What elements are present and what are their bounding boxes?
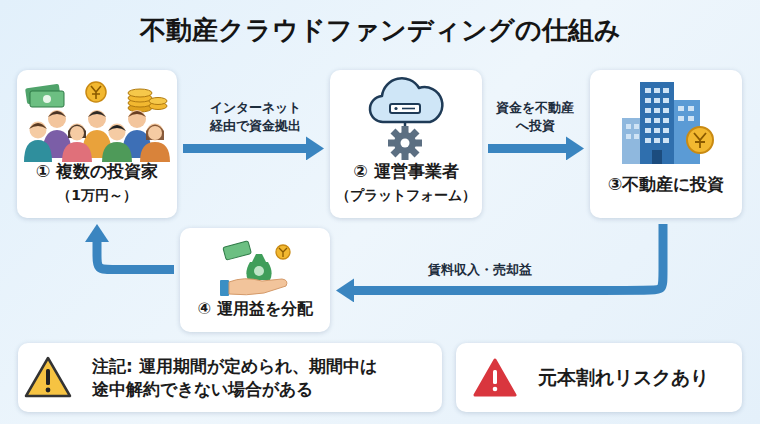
investor-box: ① 複数の投資家 （1万円～） xyxy=(17,70,177,218)
distribution-box: ④ 運用益を分配 xyxy=(180,228,330,332)
edge-label: 賃料収入・売却益 xyxy=(380,261,580,279)
edge-label: 資金を不動産 へ投資 xyxy=(485,99,585,134)
note-text: 注記: 運用期間が定められ、期間中は 途中解約できない場合がある xyxy=(92,355,427,399)
edge-label: インターネット 経由で資金拠出 xyxy=(185,99,325,134)
node-subtext: （1万円～） xyxy=(57,186,137,204)
diagram-title: 不動産クラウドファンディングの仕組み xyxy=(0,13,760,48)
node-heading: ② 運営事業者 xyxy=(353,160,458,182)
risk-box: 元本割れリスクあり xyxy=(456,343,742,412)
flow-arrow xyxy=(354,224,663,290)
property-box: ③不動産に投資 xyxy=(590,70,742,218)
flow-arrow xyxy=(488,144,566,153)
risk-text: 元本割れリスクあり xyxy=(538,365,709,390)
flow-arrow xyxy=(97,242,174,270)
flow-arrow xyxy=(183,144,306,153)
note-box: 注記: 運用期間が定められ、期間中は 途中解約できない場合がある xyxy=(18,343,442,412)
platform-box: ② 運営事業者 （プラットフォーム） xyxy=(330,70,482,218)
node-heading: ④ 運用益を分配 xyxy=(197,299,312,320)
node-heading: ① 複数の投資家 xyxy=(36,160,158,182)
node-subtext: （プラットフォーム） xyxy=(336,186,476,204)
node-heading: ③不動産に投資 xyxy=(608,173,724,195)
